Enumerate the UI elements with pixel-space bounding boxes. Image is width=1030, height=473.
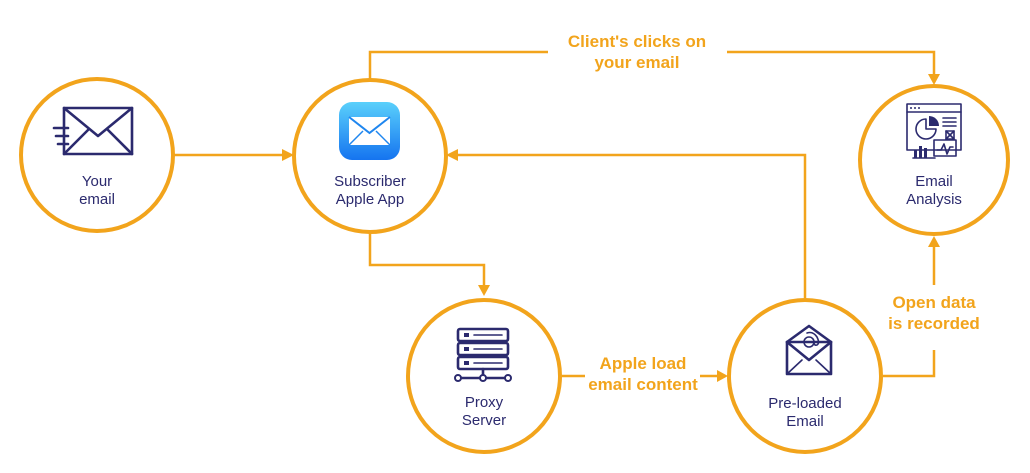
- arrowhead: [446, 149, 458, 161]
- connectors: [173, 50, 940, 382]
- node-circle: [727, 298, 883, 454]
- edge-clicks-to-analysis-right: [727, 50, 936, 75]
- node-email-analysis: Email Analysis: [858, 84, 1010, 236]
- node-label: email: [79, 191, 115, 208]
- arrowhead: [478, 285, 490, 296]
- edge-preloaded-to-app: [457, 153, 807, 298]
- node-label: Your: [82, 173, 112, 190]
- node-subscriber-apple-app: Subscriber Apple App: [292, 78, 448, 234]
- node-your-email: Your email: [19, 77, 175, 233]
- node-label: Pre-loaded: [768, 395, 841, 412]
- node-proxy-server: Proxy Server: [406, 298, 562, 454]
- apple-mail-app-icon: [339, 102, 400, 160]
- envelope-icon: [52, 106, 134, 156]
- arrowhead: [928, 236, 940, 247]
- edge-app-to-proxy: [368, 229, 486, 286]
- edge-label-clicks: Client's clicks on your email: [568, 32, 706, 72]
- edge-preloaded-to-open-data: [883, 350, 936, 378]
- node-label: Analysis: [906, 191, 962, 208]
- edge-clicks-to-analysis: [368, 50, 548, 83]
- node-label: Email: [786, 413, 824, 430]
- edge-label-line: is recorded: [888, 314, 980, 333]
- node-label: Proxy: [465, 394, 504, 411]
- edge-label-line: Open data: [892, 293, 976, 312]
- arrowhead: [717, 370, 728, 382]
- node-preloaded-email: Pre-loaded Email: [727, 298, 883, 454]
- edge-label-line: email content: [588, 375, 698, 394]
- edge-label-open-data: Open data is recorded: [888, 293, 980, 333]
- arrowhead: [282, 149, 294, 161]
- node-label: Apple App: [336, 191, 404, 208]
- server-icon: [454, 327, 512, 382]
- node-circle: [858, 84, 1010, 236]
- edge-label-line: Apple load: [600, 354, 687, 373]
- node-label: Subscriber: [334, 173, 406, 190]
- arrowhead: [928, 74, 940, 85]
- node-label: Server: [462, 412, 506, 429]
- edge-label-apple-load: Apple load email content: [588, 354, 698, 394]
- edge-label-line: Client's clicks on: [568, 32, 706, 51]
- open-envelope-at-icon: [785, 324, 833, 376]
- node-label: Email: [915, 173, 953, 190]
- analytics-dashboard-icon: [906, 103, 962, 159]
- edge-label-line: your email: [594, 53, 679, 72]
